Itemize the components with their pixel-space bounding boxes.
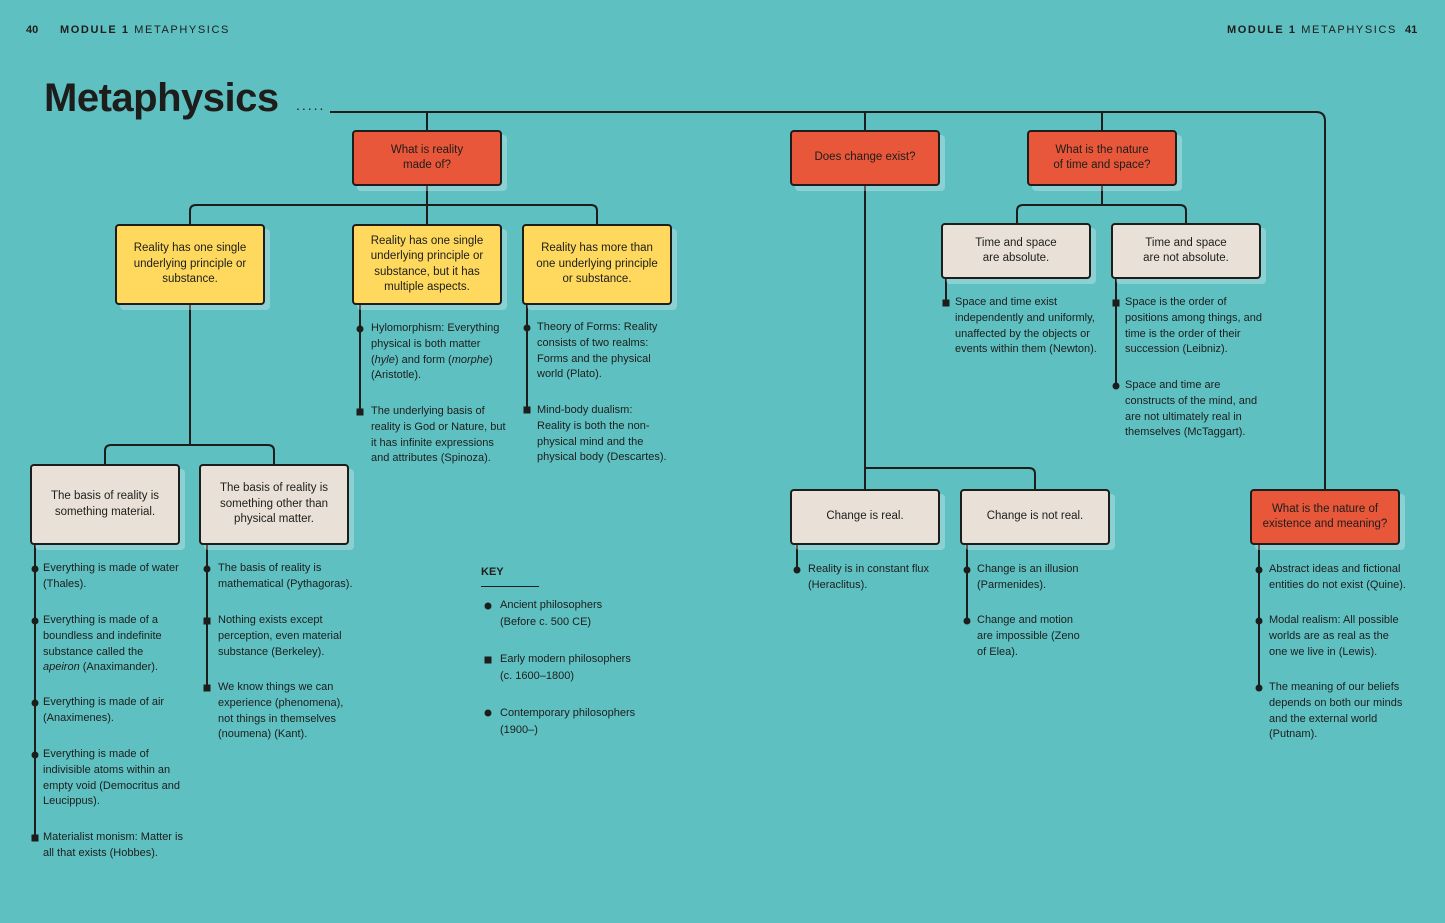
key-title: KEY (481, 566, 504, 578)
note-zeno: Change and motion are impossible (Zeno o… (977, 614, 1080, 658)
running-header-right: MODULE 1 METAPHYSICS (1227, 24, 1397, 36)
time-space-absolute-box: Time and space are absolute. (941, 223, 1091, 279)
other-than-physical-box: The basis of reality is something other … (199, 464, 349, 545)
time-space-not-absolute-box: Time and space are not absolute. (1111, 223, 1261, 279)
change-real-box: Change is real. (790, 489, 940, 545)
note-thales: Everything is made of water (Thales). (43, 562, 179, 590)
material-basis-box: The basis of reality is something materi… (30, 464, 180, 545)
page-number-right: 41 (1405, 24, 1418, 36)
single-principle-box: Reality has one single underlying princi… (115, 224, 265, 305)
change-not-real-box: Change is not real. (960, 489, 1110, 545)
note-kant: We know things we can experience (phenom… (218, 681, 344, 741)
key-item-contemporary: Contemporary philosophers(1900–) (500, 707, 636, 736)
note-hobbes: Materialist monism: Matter is all that e… (43, 831, 183, 859)
key-underline (481, 586, 539, 587)
note-anaximander: Everything is made of a boundless and in… (43, 614, 162, 674)
question-existence-box: What is the nature of existence and mean… (1250, 489, 1400, 545)
note-leibniz: Space is the order of positions among th… (1125, 296, 1262, 356)
question-time-space-box: What is the nature of time and space? (1027, 130, 1177, 186)
note-quine: Abstract ideas and fictional entities do… (1269, 563, 1406, 591)
page-number-left: 40 (26, 24, 39, 36)
key-item-early-modern: Early modern philosophers(c. 1600–1800) (500, 653, 631, 682)
note-heraclitus: Reality is in constant flux (Heraclitus)… (808, 563, 930, 591)
note-parmenides: Change is an illusion (Parmenides). (977, 563, 1079, 591)
note-descartes: Mind-body dualism: Reality is both the n… (537, 404, 667, 464)
title-leader-dots: ..... (296, 97, 326, 113)
page-title: Metaphysics (44, 76, 279, 120)
note-plato: Theory of Forms: Reality consists of two… (537, 321, 658, 381)
note-pythagoras: The basis of reality is mathematical (Py… (218, 562, 353, 590)
single-principle-aspects-box: Reality has one single underlying princi… (352, 224, 502, 305)
more-than-one-principle-box: Reality has more than one underlying pri… (522, 224, 672, 305)
note-lewis: Modal realism: All possible worlds are a… (1269, 614, 1399, 658)
question-change-box: Does change exist? (790, 130, 940, 186)
note-putnam: The meaning of our beliefs depends on bo… (1269, 681, 1403, 741)
note-spinoza: The underlying basis of reality is God o… (371, 405, 506, 465)
note-anaximenes: Everything is made of air (Anaximenes). (43, 696, 165, 724)
note-mctaggart: Space and time are constructs of the min… (1125, 379, 1258, 439)
note-berkeley: Nothing exists except perception, even m… (218, 614, 342, 658)
key-item-ancient: Ancient philosophers(Before c. 500 CE) (500, 599, 603, 628)
note-aristotle: Hylomorphism: Everything physical is bot… (371, 322, 500, 382)
running-header-left: MODULE 1 METAPHYSICS (60, 24, 230, 36)
question-reality-box: What is reality made of? (352, 130, 502, 186)
note-newton: Space and time exist independently and u… (955, 296, 1097, 356)
note-democritus: Everything is made of indivisible atoms … (43, 748, 180, 808)
